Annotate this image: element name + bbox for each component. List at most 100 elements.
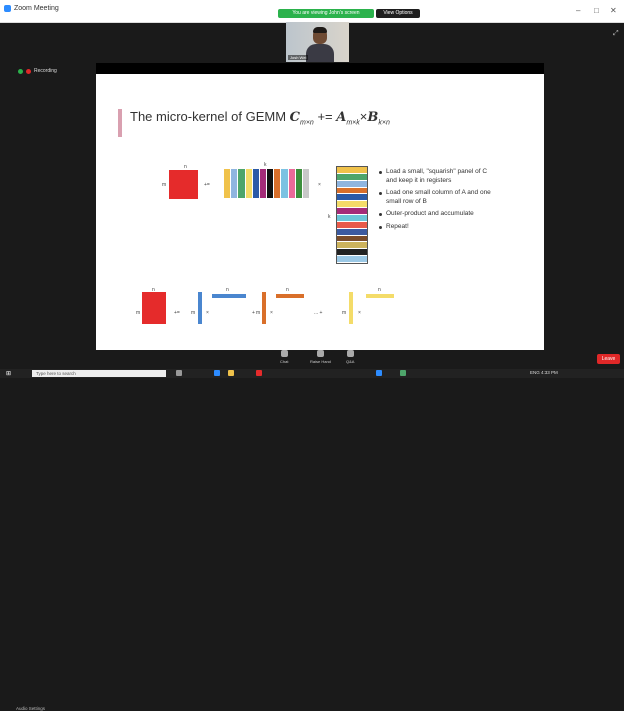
raise-hand-button[interactable]: Raise Hand bbox=[310, 350, 331, 364]
zoom-taskbar-icon[interactable] bbox=[376, 370, 382, 376]
app-icon[interactable] bbox=[256, 370, 262, 376]
label-m-left: m bbox=[162, 182, 167, 188]
zoom-logo-icon bbox=[4, 5, 11, 12]
a-panel-column bbox=[231, 169, 239, 198]
close-button[interactable]: ✕ bbox=[610, 6, 617, 15]
row-plus-eq: += bbox=[174, 310, 180, 316]
bullet-list: Load a small, "squarish" panel of C and … bbox=[378, 168, 498, 235]
row-label-n2: n bbox=[226, 287, 229, 293]
windows-start-icon[interactable]: ⊞ bbox=[6, 371, 12, 377]
label-k-side: k bbox=[328, 214, 331, 220]
participant-body bbox=[306, 44, 334, 62]
b-row-2 bbox=[276, 294, 304, 298]
hand-icon bbox=[316, 350, 324, 357]
meeting-toolbar: Audio Settings Chat Raise Hand Q&A bbox=[0, 350, 624, 711]
label-n-top: n bbox=[184, 164, 187, 170]
explorer-icon[interactable] bbox=[228, 370, 234, 376]
title-c: C bbox=[289, 110, 301, 125]
b-panel-row bbox=[337, 242, 367, 250]
raise-hand-label: Raise Hand bbox=[310, 359, 331, 364]
title-op: += bbox=[313, 109, 337, 124]
qa-button[interactable]: Q&A bbox=[346, 350, 354, 364]
a-panel-column bbox=[295, 169, 303, 198]
participant-name: Josh Wei bbox=[288, 55, 309, 60]
audio-settings[interactable]: Audio Settings bbox=[16, 706, 46, 711]
slide-title: The micro-kernel of GEMM Cm×n += Am×k×Bk… bbox=[130, 109, 390, 127]
bullet-item: Repeat! bbox=[378, 223, 498, 232]
b-panel-row bbox=[337, 167, 367, 174]
title-sub-b: k×n bbox=[378, 119, 390, 127]
maximize-button[interactable]: □ bbox=[594, 6, 599, 15]
title-sub-c: m×n bbox=[300, 119, 314, 127]
bullet-item: Outer-product and accumulate bbox=[378, 210, 498, 219]
label-plus-eq: += bbox=[204, 182, 210, 188]
chat-label: Chat bbox=[280, 359, 289, 364]
b-panel-row bbox=[337, 249, 367, 257]
task-view-icon[interactable] bbox=[176, 370, 182, 376]
b-panel-row bbox=[337, 228, 367, 236]
app-title-text: Zoom Meeting bbox=[14, 5, 59, 12]
b-panel-row bbox=[337, 235, 367, 243]
label-times: × bbox=[318, 182, 321, 188]
view-options-button[interactable]: View Options bbox=[376, 9, 420, 18]
row-label-n1: n bbox=[152, 287, 155, 293]
a-panel-column bbox=[281, 169, 289, 198]
a-panel-column bbox=[267, 169, 275, 198]
b-panel-row bbox=[337, 180, 367, 188]
b-row-1 bbox=[212, 294, 246, 298]
a-panel-column bbox=[245, 169, 253, 198]
row-label-n3: n bbox=[286, 287, 289, 293]
record-dot-icon bbox=[26, 68, 31, 74]
b-panel-row bbox=[337, 173, 367, 181]
row-times-1: × bbox=[206, 310, 209, 316]
bullet-item: Load a small, "squarish" panel of C and … bbox=[378, 168, 498, 185]
a-panel-column bbox=[274, 169, 282, 198]
participant-hair bbox=[313, 27, 327, 33]
row-label-m1: m bbox=[136, 310, 141, 316]
chat-icon bbox=[280, 350, 288, 357]
a-column-2 bbox=[262, 292, 266, 324]
title-times: × bbox=[359, 109, 368, 124]
app-title: Zoom Meeting bbox=[4, 5, 59, 12]
taskbar-search[interactable]: Type here to search bbox=[32, 370, 166, 377]
a-panel-column bbox=[288, 169, 296, 198]
recording-label: Recording bbox=[34, 68, 57, 74]
participant-video[interactable]: Josh Wei bbox=[286, 22, 349, 62]
app-icon[interactable] bbox=[400, 370, 406, 376]
b-panel-row bbox=[337, 208, 367, 216]
title-prefix: The micro-kernel of GEMM bbox=[130, 109, 290, 124]
edge-icon[interactable] bbox=[214, 370, 220, 376]
b-panel-row bbox=[337, 215, 367, 222]
leave-button[interactable]: Leave bbox=[597, 354, 620, 364]
chat-button[interactable]: Chat bbox=[280, 350, 288, 364]
os-taskbar: ⊞ Type here to search ENG 4:33 PM bbox=[0, 369, 624, 378]
a-panel-column bbox=[302, 169, 311, 198]
row-label-m4: m bbox=[342, 310, 347, 316]
title-accent-bar bbox=[118, 109, 122, 137]
shared-slide: The micro-kernel of GEMM Cm×n += Am×k×Bk… bbox=[96, 74, 544, 350]
c-block bbox=[169, 170, 198, 199]
b-panel-row bbox=[337, 187, 367, 195]
row-label-m2: m bbox=[191, 310, 196, 316]
row-label-n4: n bbox=[378, 287, 381, 293]
b-panel-row bbox=[337, 194, 367, 202]
row-label-m3: m bbox=[256, 310, 261, 316]
status-dot-icon bbox=[18, 68, 23, 74]
b-panel-row bbox=[337, 221, 367, 229]
title-a: A bbox=[336, 110, 347, 125]
c-block-small bbox=[142, 292, 166, 324]
a-panel-column bbox=[259, 169, 268, 198]
a-panel-column bbox=[252, 169, 260, 198]
qa-icon bbox=[346, 350, 354, 357]
b-row-3 bbox=[366, 294, 394, 298]
minimize-button[interactable]: – bbox=[576, 6, 581, 15]
a-column-1 bbox=[198, 292, 202, 324]
bullet-item: Load one small column of A and one small… bbox=[378, 189, 498, 206]
row-times-3: × bbox=[358, 310, 361, 316]
screen-share-banner[interactable]: You are viewing John's screen bbox=[278, 9, 374, 18]
b-panel-row bbox=[337, 201, 367, 209]
qa-label: Q&A bbox=[346, 359, 355, 364]
b-panel bbox=[336, 166, 368, 264]
label-k-top: k bbox=[264, 162, 267, 168]
fullscreen-icon[interactable]: ⤢ bbox=[613, 30, 619, 37]
